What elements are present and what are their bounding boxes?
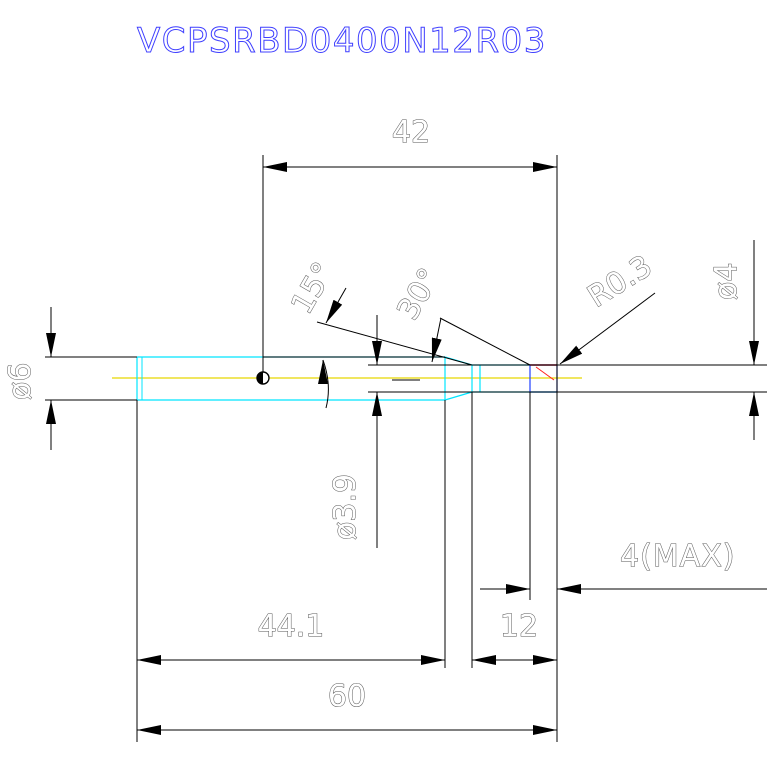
tip-diameter-label: ø4 xyxy=(709,263,744,300)
dim-42-label: 42 xyxy=(392,115,430,150)
dimension-flute-length: 12 xyxy=(472,609,557,665)
flute-length-label: 12 xyxy=(500,609,538,644)
dimension-max-depth: 4(MAX) xyxy=(480,539,767,594)
neck-length-label: 44.1 xyxy=(258,609,325,644)
corner-radius-label: R0.3 xyxy=(582,249,659,315)
max-depth-label: 4(MAX) xyxy=(620,539,735,574)
extension-lines xyxy=(136,392,531,742)
gauge-point-fill xyxy=(257,372,263,384)
overall-length-label: 60 xyxy=(328,679,366,714)
dimension-42: 42 xyxy=(262,115,558,742)
dimension-shank-diameter: ø6 xyxy=(3,307,137,450)
taper-bottom xyxy=(444,391,473,401)
tip-edge-diag xyxy=(535,366,555,381)
dimension-angle-30: 30° xyxy=(390,262,531,366)
drawing-title: VCPSRBD0400N12R03 xyxy=(137,21,547,61)
dimension-neck-diameter: ø3.9 xyxy=(328,315,382,548)
dimension-overall-length: 60 xyxy=(137,679,557,735)
dimension-tip-diameter: ø4 xyxy=(709,240,759,440)
angle-30-label: 30° xyxy=(391,262,448,326)
tool-outline xyxy=(112,356,767,401)
shank-diameter-label: ø6 xyxy=(3,363,38,400)
dimension-neck-length: 44.1 xyxy=(137,609,445,665)
dimension-corner-radius: R0.3 xyxy=(559,248,659,365)
neck-diameter-label: ø3.9 xyxy=(328,474,363,540)
